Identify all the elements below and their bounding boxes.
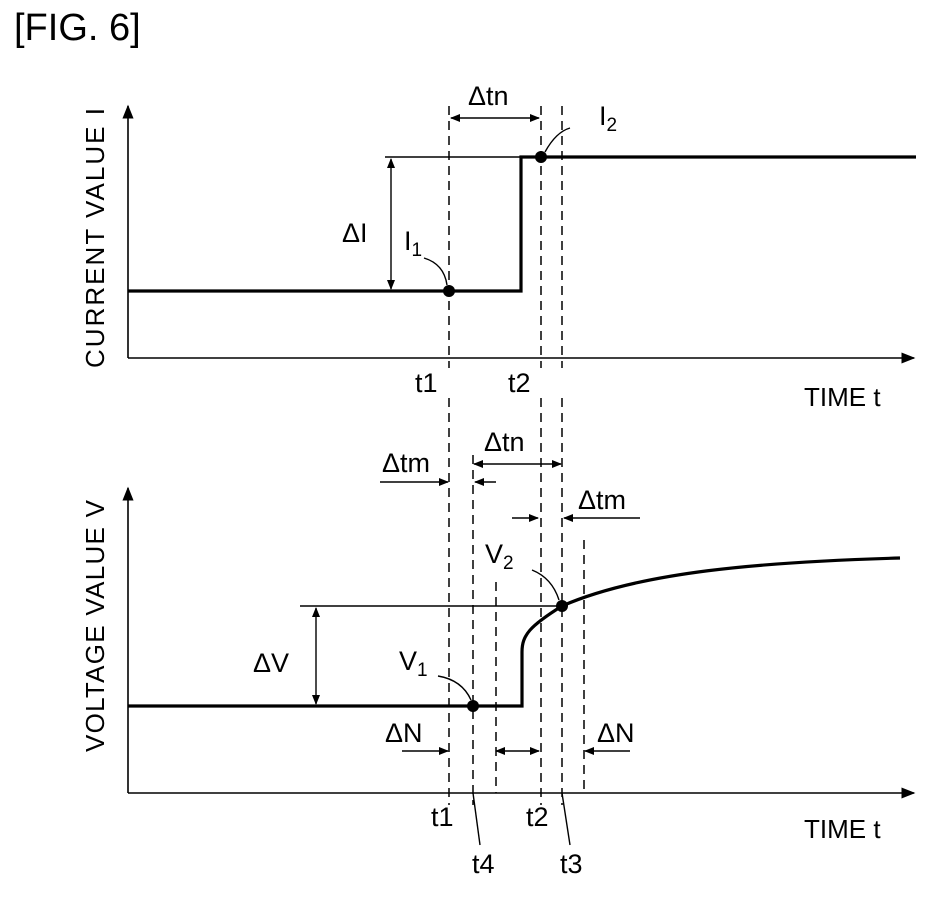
point-i1-label: I1 xyxy=(404,226,422,261)
delta-tm-left-label: Δtm xyxy=(382,448,430,478)
delta-v-label: ΔV xyxy=(253,648,289,678)
figure-label: [FIG. 6] xyxy=(14,7,141,49)
voltage-waveform xyxy=(128,558,900,706)
voltage-x-axis-label: TIME t xyxy=(804,814,881,844)
current-x-axis-label: TIME t xyxy=(804,382,881,412)
t4-leader xyxy=(473,793,480,845)
current-graph: CURRENT VALUE I TIME t ΔI I1 I2 Δtn t1 t… xyxy=(80,81,916,412)
point-v2-label: V2 xyxy=(485,539,514,574)
current-y-axis-label: CURRENT VALUE I xyxy=(80,108,110,368)
point-v2-leader xyxy=(532,570,559,600)
point-i2-leader xyxy=(545,128,570,152)
voltage-tick-t3: t3 xyxy=(560,849,583,879)
voltage-graph: VOLTAGE VALUE V TIME t ΔV V1 V2 Δtn Δtm … xyxy=(80,427,914,879)
point-v1-label: V1 xyxy=(399,646,428,681)
t3-leader xyxy=(562,793,570,845)
voltage-delta-tn-label: Δtn xyxy=(484,427,525,457)
point-v1-leader xyxy=(438,676,471,700)
delta-n-right-label: ΔN xyxy=(597,718,635,748)
delta-n-left-label: ΔN xyxy=(385,718,423,748)
current-tick-t1: t1 xyxy=(415,368,438,398)
current-tick-t2: t2 xyxy=(508,368,531,398)
voltage-y-axis-label: VOLTAGE VALUE V xyxy=(80,499,110,752)
voltage-tick-t1: t1 xyxy=(431,802,454,832)
delta-tm-right-label: Δtm xyxy=(578,485,626,515)
voltage-tick-t4: t4 xyxy=(472,849,495,879)
current-waveform xyxy=(128,157,916,291)
voltage-tick-t2: t2 xyxy=(526,802,549,832)
current-delta-tn-label: Δtn xyxy=(468,81,509,111)
point-i2-label: I2 xyxy=(599,101,617,136)
delta-i-label: ΔI xyxy=(342,218,368,248)
point-i1-leader xyxy=(424,258,447,285)
